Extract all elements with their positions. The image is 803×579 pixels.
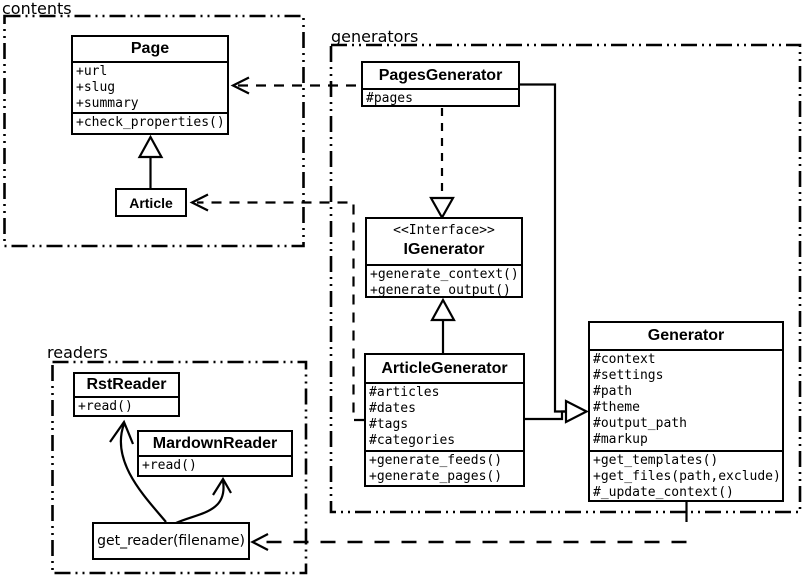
attribute: #output_path: [593, 416, 687, 431]
class-title: IGenerator: [403, 241, 485, 258]
attribute: #tags: [369, 417, 409, 432]
methods-compartment: +get_templates()+get_files(path,exclude)…: [590, 450, 782, 500]
class-article: Article: [115, 188, 187, 217]
method: +get_templates(): [593, 453, 719, 468]
open-arrowhead-icon: [250, 533, 269, 551]
methods-compartment: +generate_feeds()+generate_pages(): [366, 450, 523, 485]
methods-compartment: +generate_context()+generate_output(): [367, 264, 521, 298]
articlegenerator-article-dependency-line: [197, 201, 364, 422]
class-page: Page +url+slug+summary +check_properties…: [71, 35, 229, 135]
class-articlegenerator: ArticleGenerator #articles#dates#tags#ca…: [364, 353, 525, 487]
inheritance-triangle-icon: [564, 399, 589, 424]
attribute: +summary: [76, 96, 139, 111]
stereotype-label: <<Interface>>: [393, 223, 495, 238]
open-arrowhead-icon: [212, 476, 232, 496]
method: +generate_feeds(): [369, 453, 503, 468]
readers-package-border: [51, 360, 308, 575]
method: +read(): [142, 458, 197, 473]
class-title: PagesGenerator: [378, 66, 503, 84]
open-arrowhead-icon: [189, 193, 209, 212]
method: +check_properties(): [76, 115, 225, 130]
class-title: MardownReader: [152, 434, 278, 452]
open-arrowhead-icon: [230, 76, 250, 95]
contents-package-border: [3, 14, 305, 248]
get-reader-label: get_reader(filename): [97, 533, 245, 549]
open-arrowhead-icon: [109, 419, 135, 445]
attributes-compartment: #pages: [363, 88, 518, 105]
attribute: #markup: [593, 432, 648, 447]
attributes-compartment: #context#settings#path#theme#output_path…: [590, 349, 782, 450]
readers-package-label: readers: [47, 343, 108, 362]
attributes-compartment: #articles#dates#tags#categories: [366, 382, 523, 450]
class-mardownreader: MardownReader +read(): [137, 430, 293, 477]
class-title: Page: [130, 40, 170, 57]
generators-package-border: [329, 43, 802, 514]
class-generator: Generator #context#settings#path#theme#o…: [588, 321, 784, 502]
attribute: #settings: [593, 368, 664, 383]
class-title: RstReader: [86, 376, 167, 393]
articlegenerator-generator-line: [525, 410, 566, 421]
attribute: #path: [593, 384, 633, 399]
method: #_update_context(): [593, 485, 734, 500]
attribute: #theme: [593, 400, 640, 415]
getreader-mardownreader-curve: [175, 480, 225, 525]
attribute: #dates: [369, 401, 416, 416]
class-title: Generator: [647, 327, 725, 344]
class-pagesgenerator: PagesGenerator #pages: [361, 61, 520, 107]
method: +get_files(path,exclude): [593, 469, 781, 484]
inheritance-triangle-icon: [430, 297, 456, 322]
attribute: #articles: [369, 385, 440, 400]
attribute: +slug: [76, 80, 116, 95]
method: +generate_output(): [370, 283, 511, 298]
method: +read(): [78, 399, 133, 414]
class-title: Article: [129, 194, 173, 211]
class-rstreader: RstReader +read(): [73, 372, 180, 417]
contents-package-label: contents: [2, 0, 72, 18]
attribute: #context: [593, 352, 656, 367]
attribute: +url: [76, 64, 108, 79]
class-title-block: <<Interface>> IGenerator: [367, 219, 521, 264]
methods-compartment: +read(): [75, 396, 178, 415]
method: +generate_pages(): [369, 469, 503, 484]
attribute: #categories: [369, 433, 456, 448]
inheritance-triangle-icon: [137, 134, 164, 159]
attributes-compartment: +url+slug+summary: [73, 61, 227, 112]
attribute: #pages: [366, 91, 413, 105]
methods-compartment: +read(): [139, 455, 291, 475]
class-title: ArticleGenerator: [381, 359, 508, 377]
pagesgenerator-generator-line: [520, 83, 566, 413]
class-igenerator: <<Interface>> IGenerator +generate_conte…: [365, 217, 523, 298]
realization-triangle-icon: [429, 196, 455, 220]
generators-package-label: generators: [331, 27, 419, 46]
get-reader-box: get_reader(filename): [92, 522, 250, 560]
method: +generate_context(): [370, 267, 519, 282]
getreader-rstreader-curve: [119, 423, 167, 523]
methods-compartment: +check_properties(): [73, 112, 227, 133]
